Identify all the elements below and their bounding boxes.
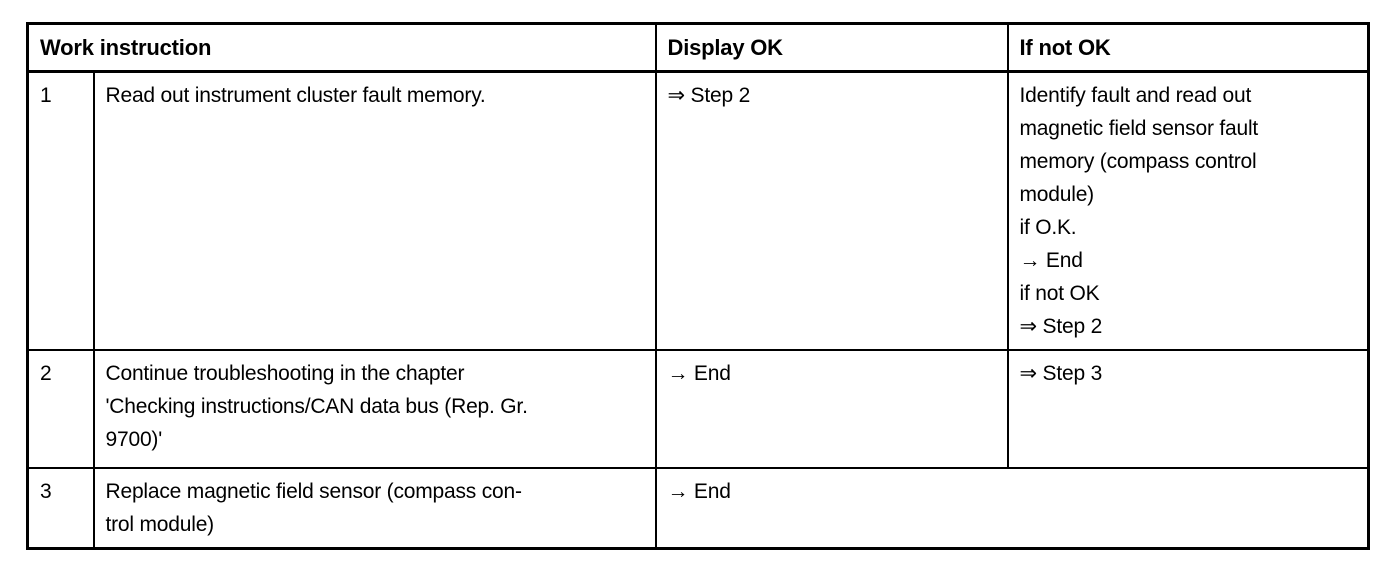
- display-ok-cell: → End: [654, 349, 1009, 469]
- troubleshooting-table: Work instruction Display OK If not OK 1 …: [26, 22, 1370, 550]
- step-number: 1: [26, 70, 95, 351]
- work-instruction-cell: Replace magnetic field sensor (compass c…: [92, 467, 657, 550]
- work-instruction-cell: Continue troubleshooting in the chapter …: [92, 349, 657, 469]
- step-number: 3: [26, 467, 95, 550]
- work-instruction-cell: Read out instrument cluster fault memory…: [92, 70, 657, 351]
- display-ok-cell: ⇒ Step 2: [654, 70, 1009, 351]
- column-header-work-instruction: Work instruction: [26, 22, 657, 73]
- table-header-row: Work instruction Display OK If not OK: [26, 22, 1370, 73]
- column-header-if-not-ok: If not OK: [1006, 22, 1370, 73]
- column-header-display-ok: Display OK: [654, 22, 1009, 73]
- table-row-step-1: 1 Read out instrument cluster fault memo…: [26, 70, 1370, 351]
- table-row-step-3: 3 Replace magnetic field sensor (compass…: [26, 467, 1370, 550]
- if-not-ok-cell: Identify fault and read out magnetic fie…: [1006, 70, 1370, 351]
- if-not-ok-cell: ⇒ Step 3: [1006, 349, 1370, 469]
- table-row-step-2: 2 Continue troubleshooting in the chapte…: [26, 349, 1370, 469]
- step-number: 2: [26, 349, 95, 469]
- display-ok-cell-merged: → End: [654, 467, 1370, 550]
